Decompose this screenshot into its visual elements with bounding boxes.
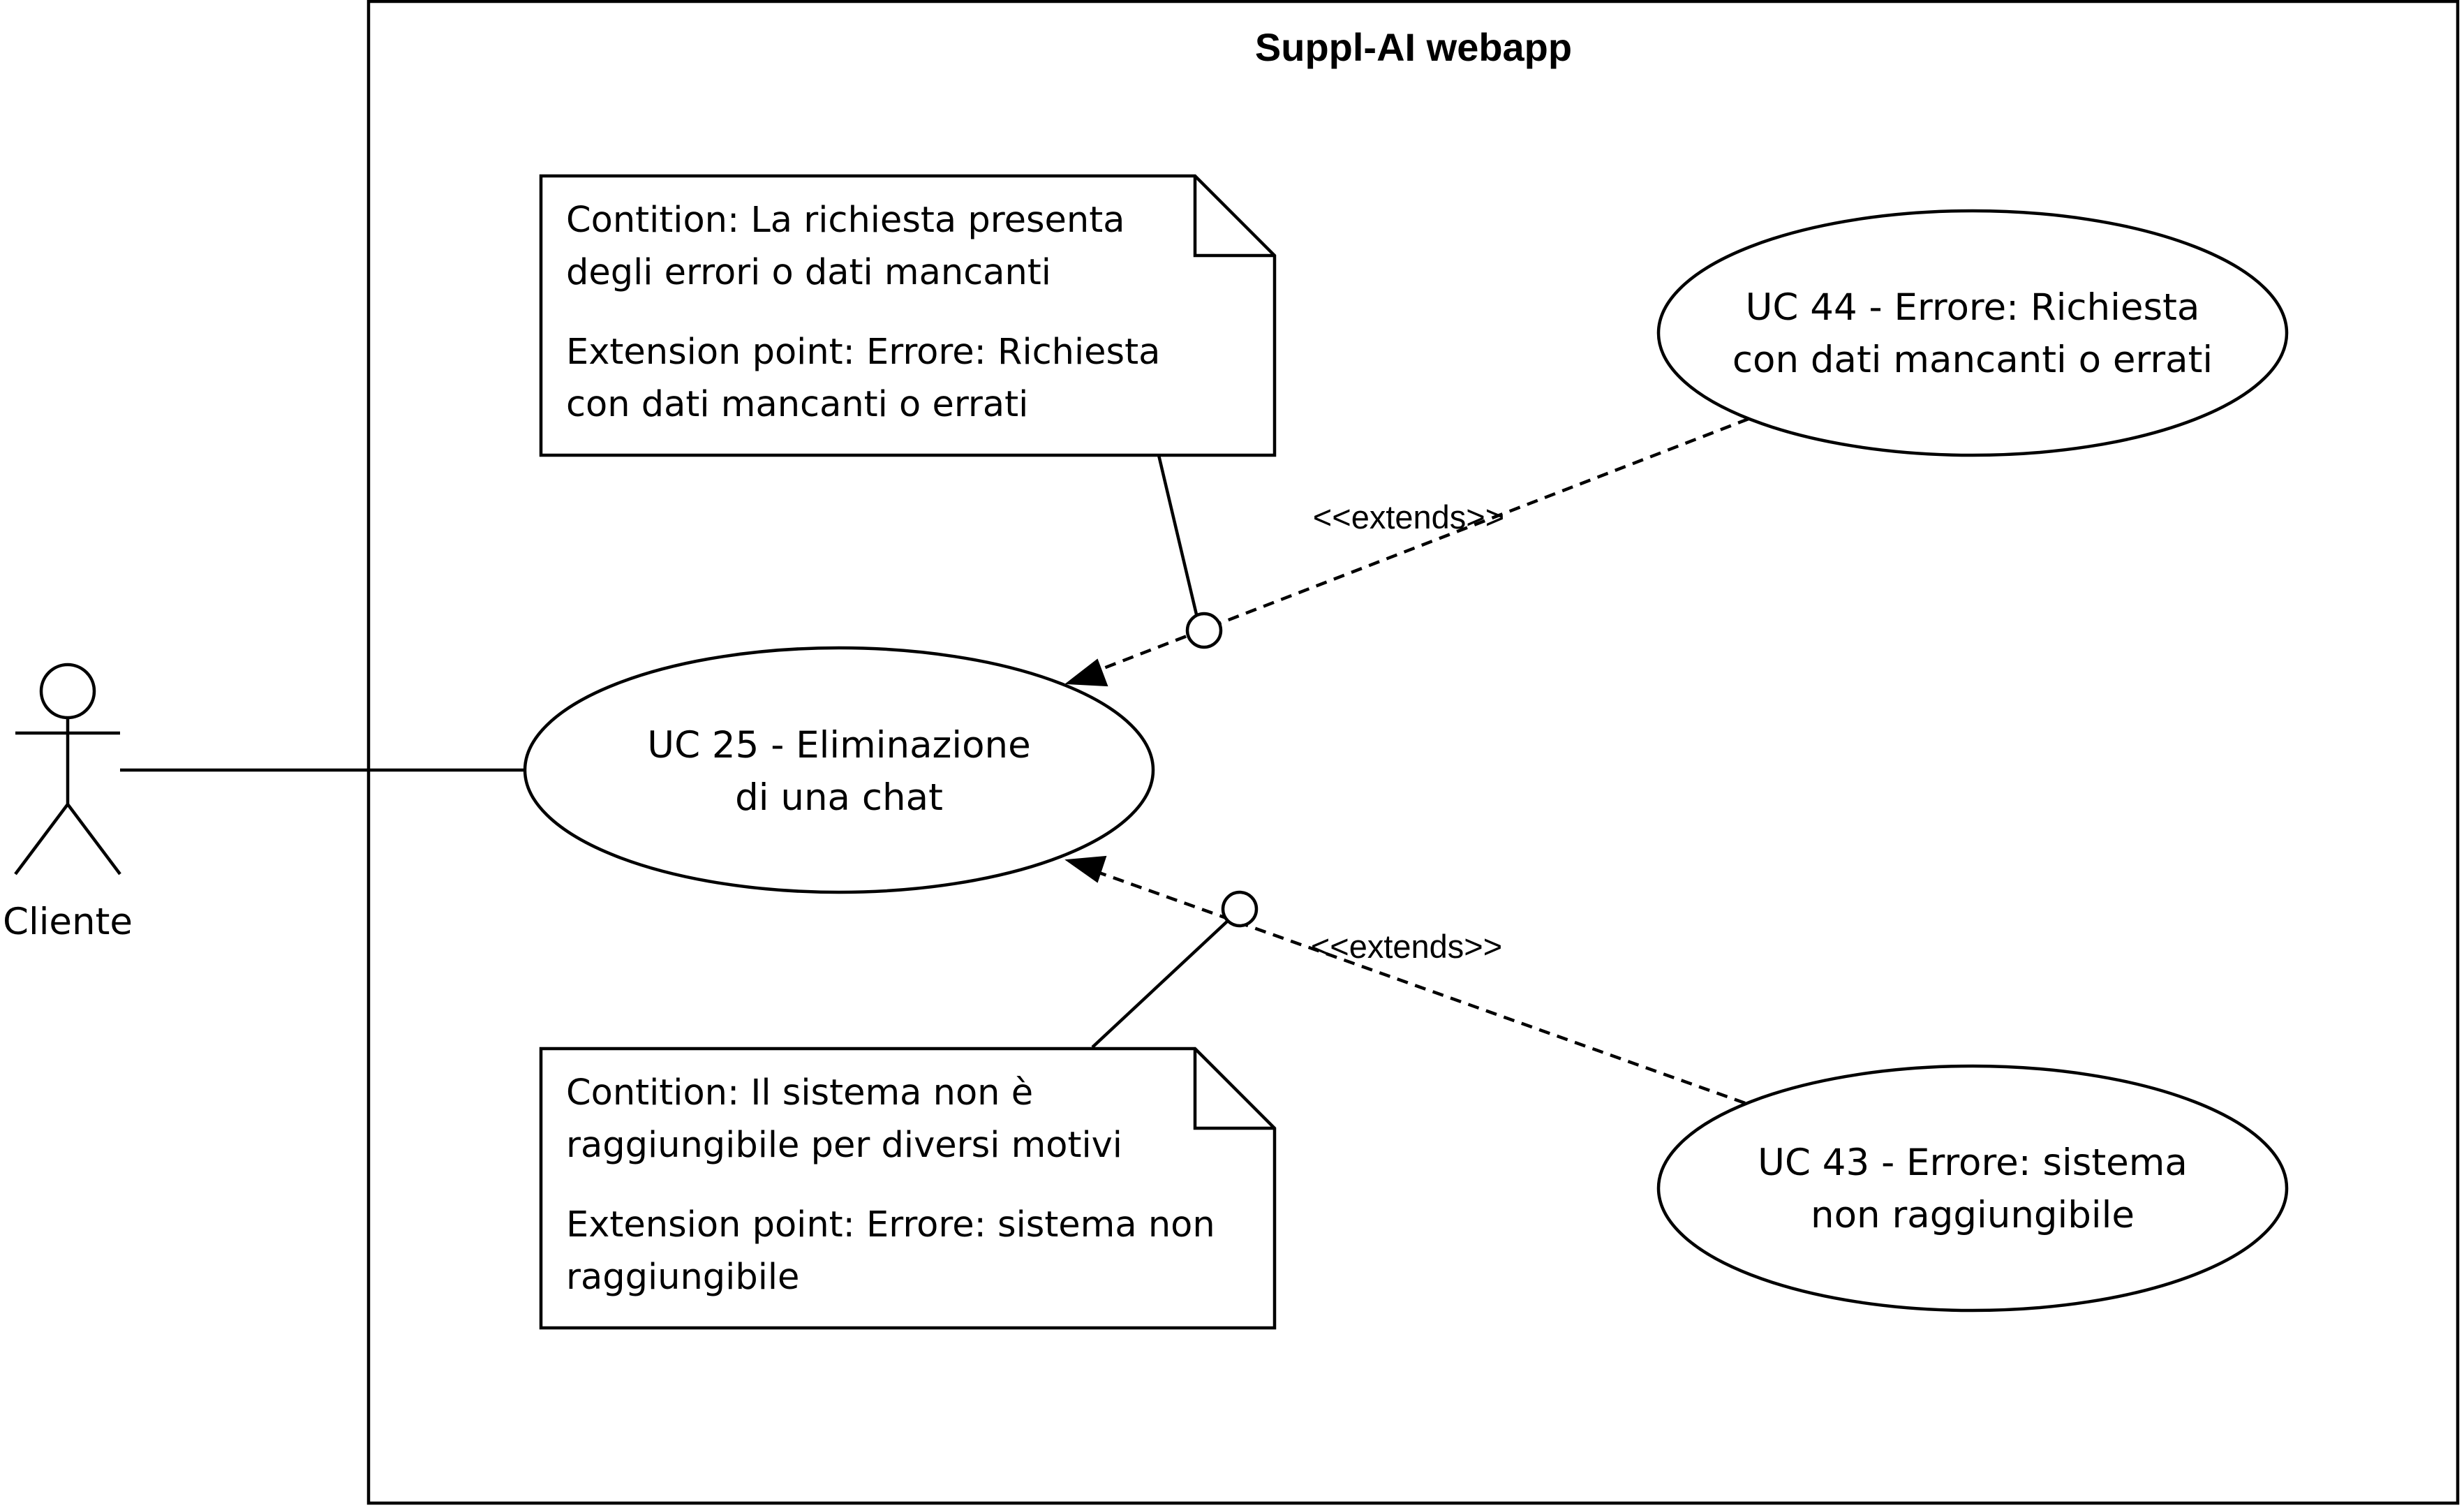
use-case-uc43[interactable]: UC 43 - Errore: sistema non raggiungibil… [1656,1064,2289,1313]
note-anchor-circle-top [1185,612,1223,649]
use-case-uc25-ellipse [523,646,1155,894]
use-case-uc44-line1: UC 44 - Errore: Richiesta [1746,286,2200,329]
use-case-uc43-line1: UC 43 - Errore: sistema [1758,1141,2188,1184]
use-case-uc25-line1: UC 25 - Eliminazione [647,724,1030,767]
note-bottom-extension-line2: raggiungibile [566,1257,799,1298]
note-anchor-line-top [1157,454,1198,615]
actor-leg-right [66,803,121,875]
note-top-shape [539,174,1277,457]
note-top-condition-line2: degli errori o dati mancanti [566,252,1051,293]
note-bottom-condition-line1: Contition: Il sistema non è [566,1072,1033,1114]
use-case-uc44-ellipse [1656,209,2289,457]
note-bottom-fold [1193,1049,1275,1130]
note-top-extension-line2: con dati mancanti o errati [566,384,1028,425]
note-bottom[interactable]: Contition: Il sistema non è raggiungibil… [539,1047,1277,1330]
use-case-uc43-ellipse [1656,1064,2289,1313]
note-top-fold [1193,176,1275,258]
note-top-extension-line1: Extension point: Errore: Richiesta [566,332,1160,373]
extends-label-top: <<extends>> [1313,498,1504,535]
use-case-uc44[interactable]: UC 44 - Errore: Richiesta con dati manca… [1656,209,2289,457]
use-case-uc25[interactable]: UC 25 - Eliminazione di una chat [523,646,1155,894]
system-title: Suppl-AI webapp [1255,25,1572,69]
extends-line-bottom [1087,866,1746,1105]
note-bottom-shape [539,1047,1277,1330]
extends-arrowhead-bottom [1064,855,1107,883]
note-top-condition-line1: Contition: La richiesta presenta [566,200,1125,241]
note-anchor-circle-bottom [1221,890,1259,928]
extends-label-bottom: <<extends>> [1311,928,1502,965]
note-bottom-extension-line1: Extension point: Errore: sistema non [566,1204,1215,1245]
use-case-uc43-line2: non raggiungibile [1811,1194,2135,1236]
use-case-uc25-line2: di una chat [735,776,943,819]
actor-head [39,663,96,720]
actor-label: Cliente [3,901,133,943]
note-top[interactable]: Contition: La richiesta presenta degli e… [539,174,1277,457]
note-anchor-line-bottom [1091,919,1230,1049]
extends-arrowhead-top [1064,658,1108,687]
system-boundary [366,0,2460,1505]
use-case-uc44-line2: con dati mancanti o errati [1732,339,2213,381]
actor-leg-left [14,803,69,875]
note-bottom-condition-line2: raggiungibile per diversi motivi [566,1125,1122,1166]
actor-cliente[interactable]: Cliente [3,663,133,943]
